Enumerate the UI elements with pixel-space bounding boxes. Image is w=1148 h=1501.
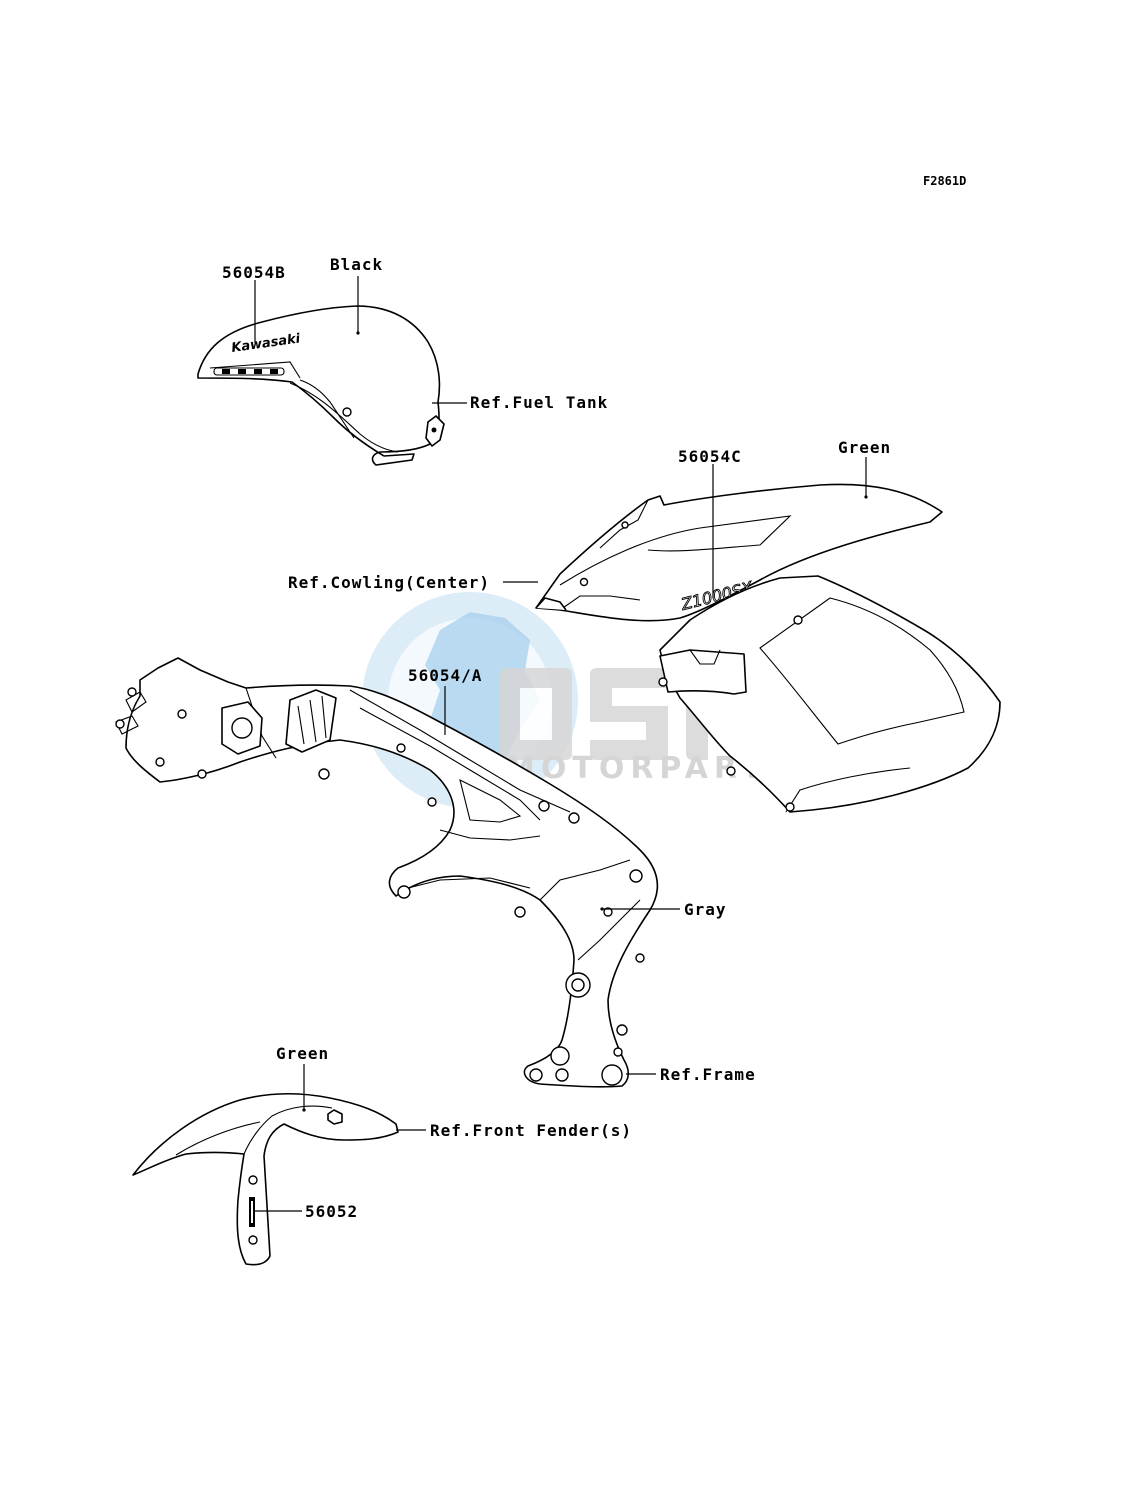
label-ref-front-fender: Ref.Front Fender(s) (430, 1121, 632, 1140)
label-ref-cowling: Ref.Cowling(Center) (288, 573, 490, 592)
fuel-tank-drawing: Kawasaki (197, 305, 445, 466)
label-56054b: 56054B (222, 263, 286, 282)
label-black: Black (330, 255, 383, 274)
cowling-drawing: Z1000SX (535, 483, 1001, 813)
callout-labels: 56054B Black Ref.Fuel Tank 56054C Green … (222, 255, 891, 1221)
tank-side-vents (213, 367, 285, 376)
label-ref-fuel-tank: Ref.Fuel Tank (470, 393, 608, 412)
label-56054a: 56054/A (408, 666, 482, 685)
figure-code: F2861D (923, 174, 966, 188)
label-56054c: 56054C (678, 447, 742, 466)
leader-lines (254, 276, 868, 1212)
label-56052: 56052 (305, 1202, 358, 1221)
label-green-cowling: Green (838, 438, 891, 457)
front-fender-drawing (132, 1092, 399, 1266)
frame-drawing (115, 657, 659, 1088)
label-green-fender: Green (276, 1044, 329, 1063)
label-gray: Gray (684, 900, 727, 919)
label-ref-frame: Ref.Frame (660, 1065, 756, 1084)
